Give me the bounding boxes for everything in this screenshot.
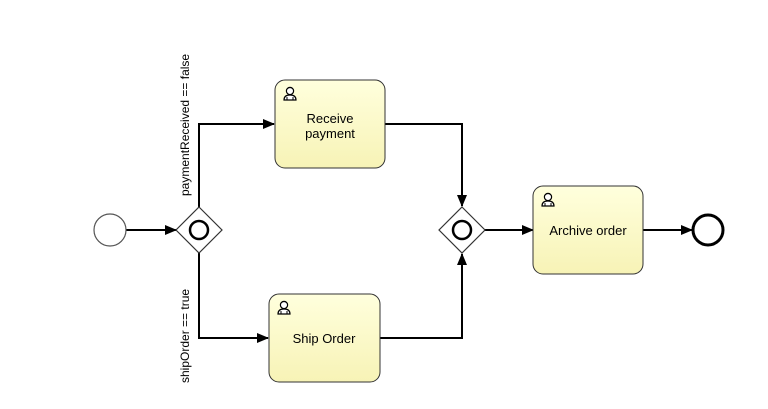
join-gateway[interactable] xyxy=(438,206,486,254)
task-ship-order[interactable]: Ship Order xyxy=(268,293,381,383)
task-label-line-2: payment xyxy=(305,126,355,141)
task-archive-order[interactable]: Archive order xyxy=(532,185,644,275)
flow-receive-payment-to-join[interactable] xyxy=(385,123,467,207)
task-receive-payment[interactable]: Receive payment xyxy=(274,79,386,169)
inclusive-gateway-icon xyxy=(188,219,210,241)
split-gateway[interactable] xyxy=(175,206,223,254)
end-event[interactable] xyxy=(691,213,725,247)
flow-split-to-ship-order[interactable] xyxy=(198,253,269,343)
flow-ship-order-to-join[interactable] xyxy=(380,253,467,339)
start-event[interactable] xyxy=(93,213,127,247)
task-label-line-1: Receive xyxy=(307,111,354,126)
condition-label-lower: shipOrder == true xyxy=(178,289,192,383)
task-label: Archive order xyxy=(549,223,627,238)
flow-split-to-receive-payment[interactable] xyxy=(198,119,275,207)
inclusive-gateway-icon xyxy=(451,219,473,241)
condition-label-upper: paymentReceived == false xyxy=(178,54,192,196)
task-label: Ship Order xyxy=(293,331,357,346)
